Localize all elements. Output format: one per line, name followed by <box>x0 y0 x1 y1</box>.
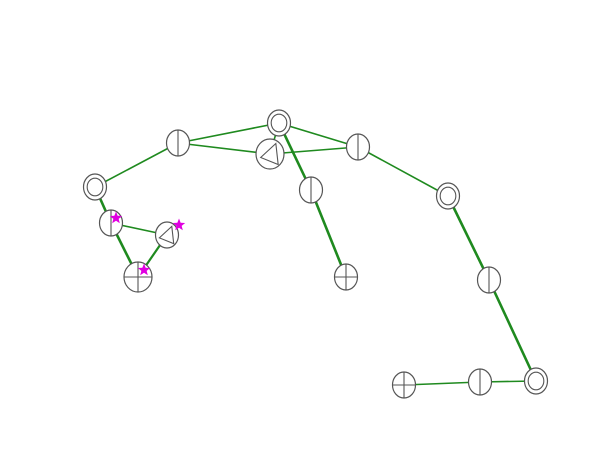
edge-n1-n2 <box>177 122 280 144</box>
node-triangle-in-circle[interactable] <box>255 138 285 170</box>
inner-ring-icon <box>439 186 457 206</box>
inner-ring-icon <box>86 177 104 197</box>
inner-ring-icon <box>527 371 545 391</box>
edge-n7-n12 <box>446 194 491 282</box>
node-crosshair[interactable] <box>333 263 359 291</box>
node-outline <box>255 138 285 170</box>
node-half-split[interactable] <box>476 266 502 294</box>
triangle-icon <box>259 142 279 166</box>
node-crosshair[interactable] <box>391 371 417 399</box>
node-half-split[interactable] <box>165 129 191 157</box>
node-crosshair[interactable] <box>123 261 153 293</box>
node-double-circle[interactable] <box>435 182 461 210</box>
highlight-star-icon <box>172 218 186 231</box>
highlight-star-icon <box>137 263 151 276</box>
edge-n4-n7 <box>357 146 449 197</box>
node-half-split[interactable] <box>98 209 124 237</box>
node-half-split[interactable] <box>467 368 493 396</box>
node-outline <box>154 221 180 249</box>
node-triangle-in-circle[interactable] <box>154 221 180 249</box>
node-half-split[interactable] <box>345 133 371 161</box>
edge-n6-n11 <box>309 188 348 279</box>
highlight-star-icon <box>109 211 123 224</box>
triangle-icon <box>158 225 175 245</box>
edges-layer <box>93 121 538 386</box>
edge-n2-n3 <box>177 142 271 155</box>
edge-n14-n15 <box>403 381 481 386</box>
edge-n3-n4 <box>269 146 359 155</box>
inner-ring-icon <box>270 113 288 133</box>
node-double-circle[interactable] <box>82 173 108 201</box>
edge-n12-n13 <box>487 278 538 383</box>
node-double-circle[interactable] <box>266 109 292 137</box>
edge-n1-n4 <box>278 122 359 148</box>
stars-layer <box>109 211 186 276</box>
node-half-split[interactable] <box>298 176 324 204</box>
node-double-circle[interactable] <box>523 367 549 395</box>
edge-n2-n5 <box>94 142 179 188</box>
